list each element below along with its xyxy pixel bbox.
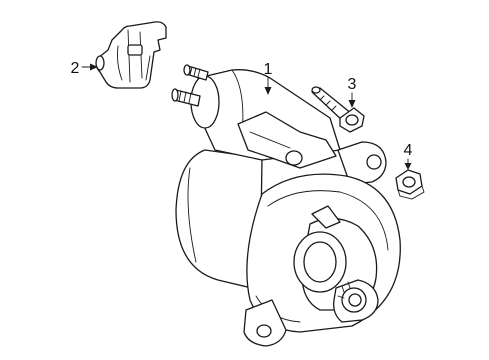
callout-label-4: 4: [404, 142, 413, 159]
callout-label-3: 3: [348, 76, 357, 93]
callout-label-1: 1: [264, 61, 273, 78]
callout-4: 4: [404, 142, 413, 170]
callout-1: 1: [264, 61, 273, 95]
solenoid-stud-lower: [171, 88, 201, 107]
callout-2: 2: [71, 60, 98, 77]
nut-part[interactable]: [395, 169, 425, 200]
solenoid-stud-upper: [183, 64, 209, 81]
callout-3: 3: [348, 76, 357, 108]
terminal-boot-part[interactable]: [95, 21, 167, 89]
starter-motor-part[interactable]: [171, 64, 401, 347]
bolt-part[interactable]: [311, 86, 365, 133]
callout-label-2: 2: [71, 60, 80, 77]
